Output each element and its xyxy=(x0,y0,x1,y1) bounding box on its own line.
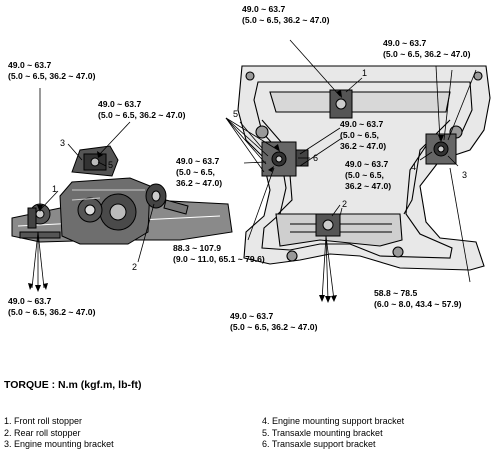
torque-range: (5.0 ~ 6.5, 36.2 ~ 47.0) xyxy=(98,110,186,120)
callout-3-right: 3 xyxy=(462,170,468,180)
torque-range-lbft: 36.2 ~ 47.0) xyxy=(340,141,387,151)
legend-right: 4. Engine mounting support bracket 5. Tr… xyxy=(262,416,404,451)
torque-range: (5.0 ~ 6.5, xyxy=(340,130,379,140)
arrowheads-left xyxy=(28,151,103,292)
torque-value: 49.0 ~ 63.7 xyxy=(383,38,427,48)
legend-item: 4. Engine mounting support bracket xyxy=(262,416,405,426)
torque-range: (9.0 ~ 11.0, 65.1 ~ 79.6) xyxy=(173,254,265,264)
torque-label-support-bracket: 88.3 ~ 107.9 (9.0 ~ 11.0, 65.1 ~ 79.6) xyxy=(173,243,265,265)
callout-2-left: 2 xyxy=(132,262,138,272)
subframe-mounts xyxy=(261,89,457,237)
callout-1-right: 1 xyxy=(362,68,368,78)
torque-range: (5.0 ~ 6.5, 36.2 ~ 47.0) xyxy=(8,307,96,317)
torque-range: (5.0 ~ 6.5, 36.2 ~ 47.0) xyxy=(230,322,318,332)
torque-label-rear-left: 49.0 ~ 63.7 (5.0 ~ 6.5, 36.2 ~ 47.0) xyxy=(176,156,222,189)
callout-5-left: 5 xyxy=(108,160,114,170)
torque-unit-heading: TORQUE : N.m (kgf.m, lb-ft) xyxy=(4,379,142,391)
legend-left: 1. Front roll stopper 2. Rear roll stopp… xyxy=(4,416,114,451)
legend-item: 3. Engine mounting bracket xyxy=(4,439,114,450)
torque-value: 49.0 ~ 63.7 xyxy=(8,296,52,306)
legend-item: 2. Rear roll stopper xyxy=(4,427,81,438)
callout-3-left: 3 xyxy=(60,138,66,148)
torque-range-lbft: 36.2 ~ 47.0) xyxy=(345,181,392,191)
leader-lines-left xyxy=(31,88,155,289)
legend-item: 1. Front roll stopper xyxy=(4,416,83,426)
torque-range: (5.0 ~ 6.5, 36.2 ~ 47.0) xyxy=(8,71,96,81)
legend-item: 6. Transaxle support bracket xyxy=(262,439,376,450)
callout-5-right: 5 xyxy=(233,109,239,119)
arrowheads-right xyxy=(268,90,444,303)
torque-label-front-bottom: 49.0 ~ 63.7 (5.0 ~ 6.5, 36.2 ~ 47.0) xyxy=(8,296,95,318)
torque-value: 88.3 ~ 107.9 xyxy=(173,243,222,253)
callout-1-left: 1 xyxy=(52,184,58,194)
torque-value: 49.0 ~ 63.7 xyxy=(98,99,142,109)
torque-label-rear-center: 49.0 ~ 63.7 (5.0 ~ 6.5, 36.2 ~ 47.0) xyxy=(345,159,391,192)
torque-range: (6.0 ~ 8.0, 43.4 ~ 57.9) xyxy=(374,299,462,309)
torque-label-engine-support: 58.8 ~ 78.5 (6.0 ~ 8.0, 43.4 ~ 57.9) xyxy=(374,288,461,310)
torque-range: (5.0 ~ 6.5, 36.2 ~ 47.0) xyxy=(383,49,471,59)
callout-6-right: 6 xyxy=(313,153,319,163)
torque-label-transaxle-center: 49.0 ~ 63.7 (5.0 ~ 6.5, 36.2 ~ 47.0) xyxy=(340,119,386,152)
torque-range: (5.0 ~ 6.5, 36.2 ~ 47.0) xyxy=(242,15,330,25)
torque-value: 49.0 ~ 63.7 xyxy=(176,156,220,166)
torque-label-front-left: 49.0 ~ 63.7 (5.0 ~ 6.5, 36.2 ~ 47.0) xyxy=(8,60,95,82)
torque-label-engine-top-right: 49.0 ~ 63.7 (5.0 ~ 6.5, 36.2 ~ 47.0) xyxy=(383,38,470,60)
torque-value: 49.0 ~ 63.7 xyxy=(345,159,389,169)
engine-mount-diagram xyxy=(11,39,491,303)
torque-value: 58.8 ~ 78.5 xyxy=(374,288,418,298)
torque-value: 49.0 ~ 63.7 xyxy=(230,311,274,321)
torque-label-front-top: 49.0 ~ 63.7 (5.0 ~ 6.5, 36.2 ~ 47.0) xyxy=(242,4,329,26)
torque-label-mount-left: 49.0 ~ 63.7 (5.0 ~ 6.5, 36.2 ~ 47.0) xyxy=(98,99,185,121)
torque-range: (5.0 ~ 6.5, xyxy=(345,170,384,180)
torque-value: 49.0 ~ 63.7 xyxy=(8,60,52,70)
torque-range: (5.0 ~ 6.5, xyxy=(176,167,215,177)
torque-value: 49.0 ~ 63.7 xyxy=(242,4,286,14)
torque-value: 49.0 ~ 63.7 xyxy=(340,119,384,129)
legend-item: 5. Transaxle mounting bracket xyxy=(262,427,383,438)
torque-label-rear-bottom: 49.0 ~ 63.7 (5.0 ~ 6.5, 36.2 ~ 47.0) xyxy=(230,311,317,333)
engine-assembly-drawing xyxy=(11,145,233,245)
callout-4-right: 4 xyxy=(411,162,417,172)
leader-lines-right xyxy=(225,39,477,301)
callout-2-right: 2 xyxy=(342,199,348,209)
torque-range-lbft: 36.2 ~ 47.0) xyxy=(176,178,223,188)
